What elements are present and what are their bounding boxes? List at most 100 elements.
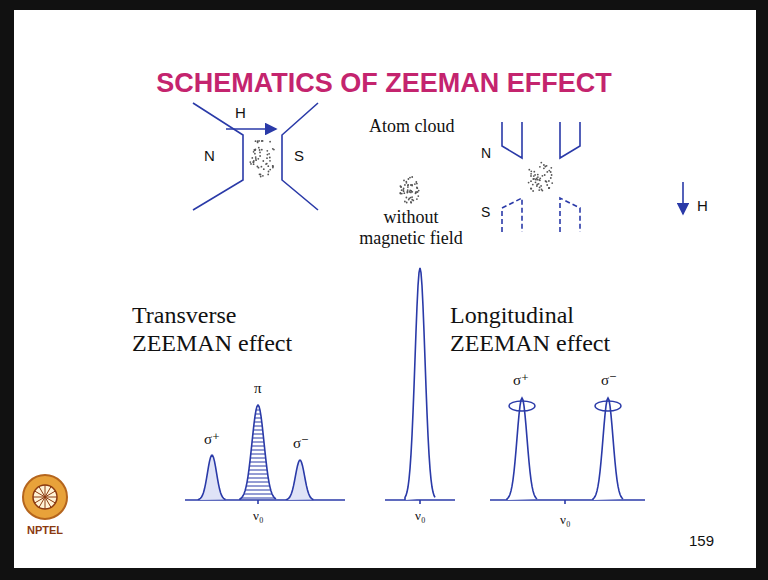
spectral-peak <box>199 455 226 500</box>
atom-dot <box>411 176 413 178</box>
atom-dot <box>268 153 270 155</box>
polarization-label: σ⁻ <box>293 435 309 452</box>
spectral-peak <box>593 398 623 500</box>
atom-dot <box>267 174 269 176</box>
atom-dot <box>407 186 409 188</box>
atom-dot <box>546 181 548 183</box>
atom-dot <box>538 179 540 181</box>
atom-dot <box>272 167 274 169</box>
atom-dot <box>261 140 263 142</box>
atom-dot <box>407 191 409 193</box>
atom-dot <box>546 171 548 173</box>
atom-dot <box>535 181 537 183</box>
atom-dot <box>542 175 544 177</box>
magnet-poles-vertical <box>502 122 683 232</box>
atom-dot <box>550 177 552 179</box>
polarization-label: σ⁺ <box>204 431 220 448</box>
frequency-label: ν₀ <box>560 513 570 528</box>
atom-dot <box>255 149 257 151</box>
atom-dot <box>417 195 419 197</box>
atom-dot <box>269 169 271 171</box>
atom-dot <box>534 174 536 176</box>
magnet-poles <box>193 103 318 210</box>
atom-dot <box>415 181 417 183</box>
atom-dot <box>544 174 546 176</box>
atom-dot <box>265 163 267 165</box>
tick <box>564 500 566 504</box>
polarization-label: σ⁻ <box>601 372 617 389</box>
atom-dot <box>268 171 270 173</box>
tick <box>419 500 421 504</box>
atom-dot <box>533 178 535 180</box>
atom-dot <box>416 198 418 200</box>
atom-cloud <box>249 140 553 204</box>
atom-dot <box>407 185 409 187</box>
atom-dot <box>261 149 263 151</box>
atom-dot <box>530 180 532 182</box>
atom-dot <box>545 180 547 182</box>
atom-dot <box>404 184 406 186</box>
spectral-peak <box>405 268 435 500</box>
atom-dot <box>267 154 269 156</box>
atom-dot <box>410 202 412 204</box>
atom-dot <box>532 190 534 192</box>
spectral-peak <box>240 405 276 500</box>
atom-dot <box>537 174 539 176</box>
atom-dot <box>258 167 260 169</box>
atom-dot <box>550 167 552 169</box>
field-label: H <box>697 197 708 214</box>
atom-dot <box>402 189 404 191</box>
atom-dot <box>538 183 540 185</box>
atom-dot <box>408 178 410 180</box>
atom-dot <box>411 191 413 193</box>
atom-dot <box>414 183 416 185</box>
atom-dot <box>251 157 253 159</box>
atom-dot <box>254 153 256 155</box>
frequency-label: ν₀ <box>415 509 425 524</box>
atom-dot <box>410 201 412 203</box>
atom-dot <box>406 197 408 199</box>
caption-text: without magnetic field <box>351 207 471 248</box>
atom-dot <box>416 187 418 189</box>
atom-dot <box>257 140 259 142</box>
atom-dot <box>254 149 256 151</box>
atom-dot <box>548 187 550 189</box>
atom-dot <box>401 189 403 191</box>
spectral-lines <box>185 268 645 504</box>
atom-dot <box>266 163 268 165</box>
atom-dot <box>541 189 543 191</box>
atom-dot <box>403 180 405 182</box>
atom-dot <box>543 167 545 169</box>
atom-dot <box>550 171 552 173</box>
atom-dot <box>545 180 547 182</box>
caption-text: Atom cloud <box>369 116 455 137</box>
atom-dot <box>540 162 542 164</box>
atom-dot <box>539 166 541 168</box>
atom-dot <box>255 140 257 142</box>
atom-dot <box>252 161 254 163</box>
atom-dot <box>407 184 409 186</box>
atom-dot <box>404 201 406 203</box>
spectral-peak <box>507 398 537 500</box>
atom-dot <box>409 177 411 179</box>
atom-dot <box>400 185 402 187</box>
atom-dot <box>255 158 257 160</box>
atom-dot <box>399 192 401 194</box>
atom-dot <box>538 189 540 191</box>
circular-polarization <box>509 401 621 411</box>
atom-dot <box>266 150 268 152</box>
slide-number: 159 <box>689 532 714 549</box>
frequency-label: ν₀ <box>253 509 263 524</box>
atom-dot <box>400 193 402 195</box>
atom-dot <box>544 166 546 168</box>
atom-dot <box>533 171 535 173</box>
atom-dot <box>528 169 530 171</box>
atom-dot <box>269 141 271 143</box>
polarization-label: σ⁺ <box>513 372 529 389</box>
atom-dot <box>418 190 420 192</box>
atom-dot <box>262 160 264 162</box>
atom-dot <box>530 188 532 190</box>
atom-dot <box>406 182 408 184</box>
atom-dot <box>262 175 264 177</box>
atom-dot <box>411 184 413 186</box>
